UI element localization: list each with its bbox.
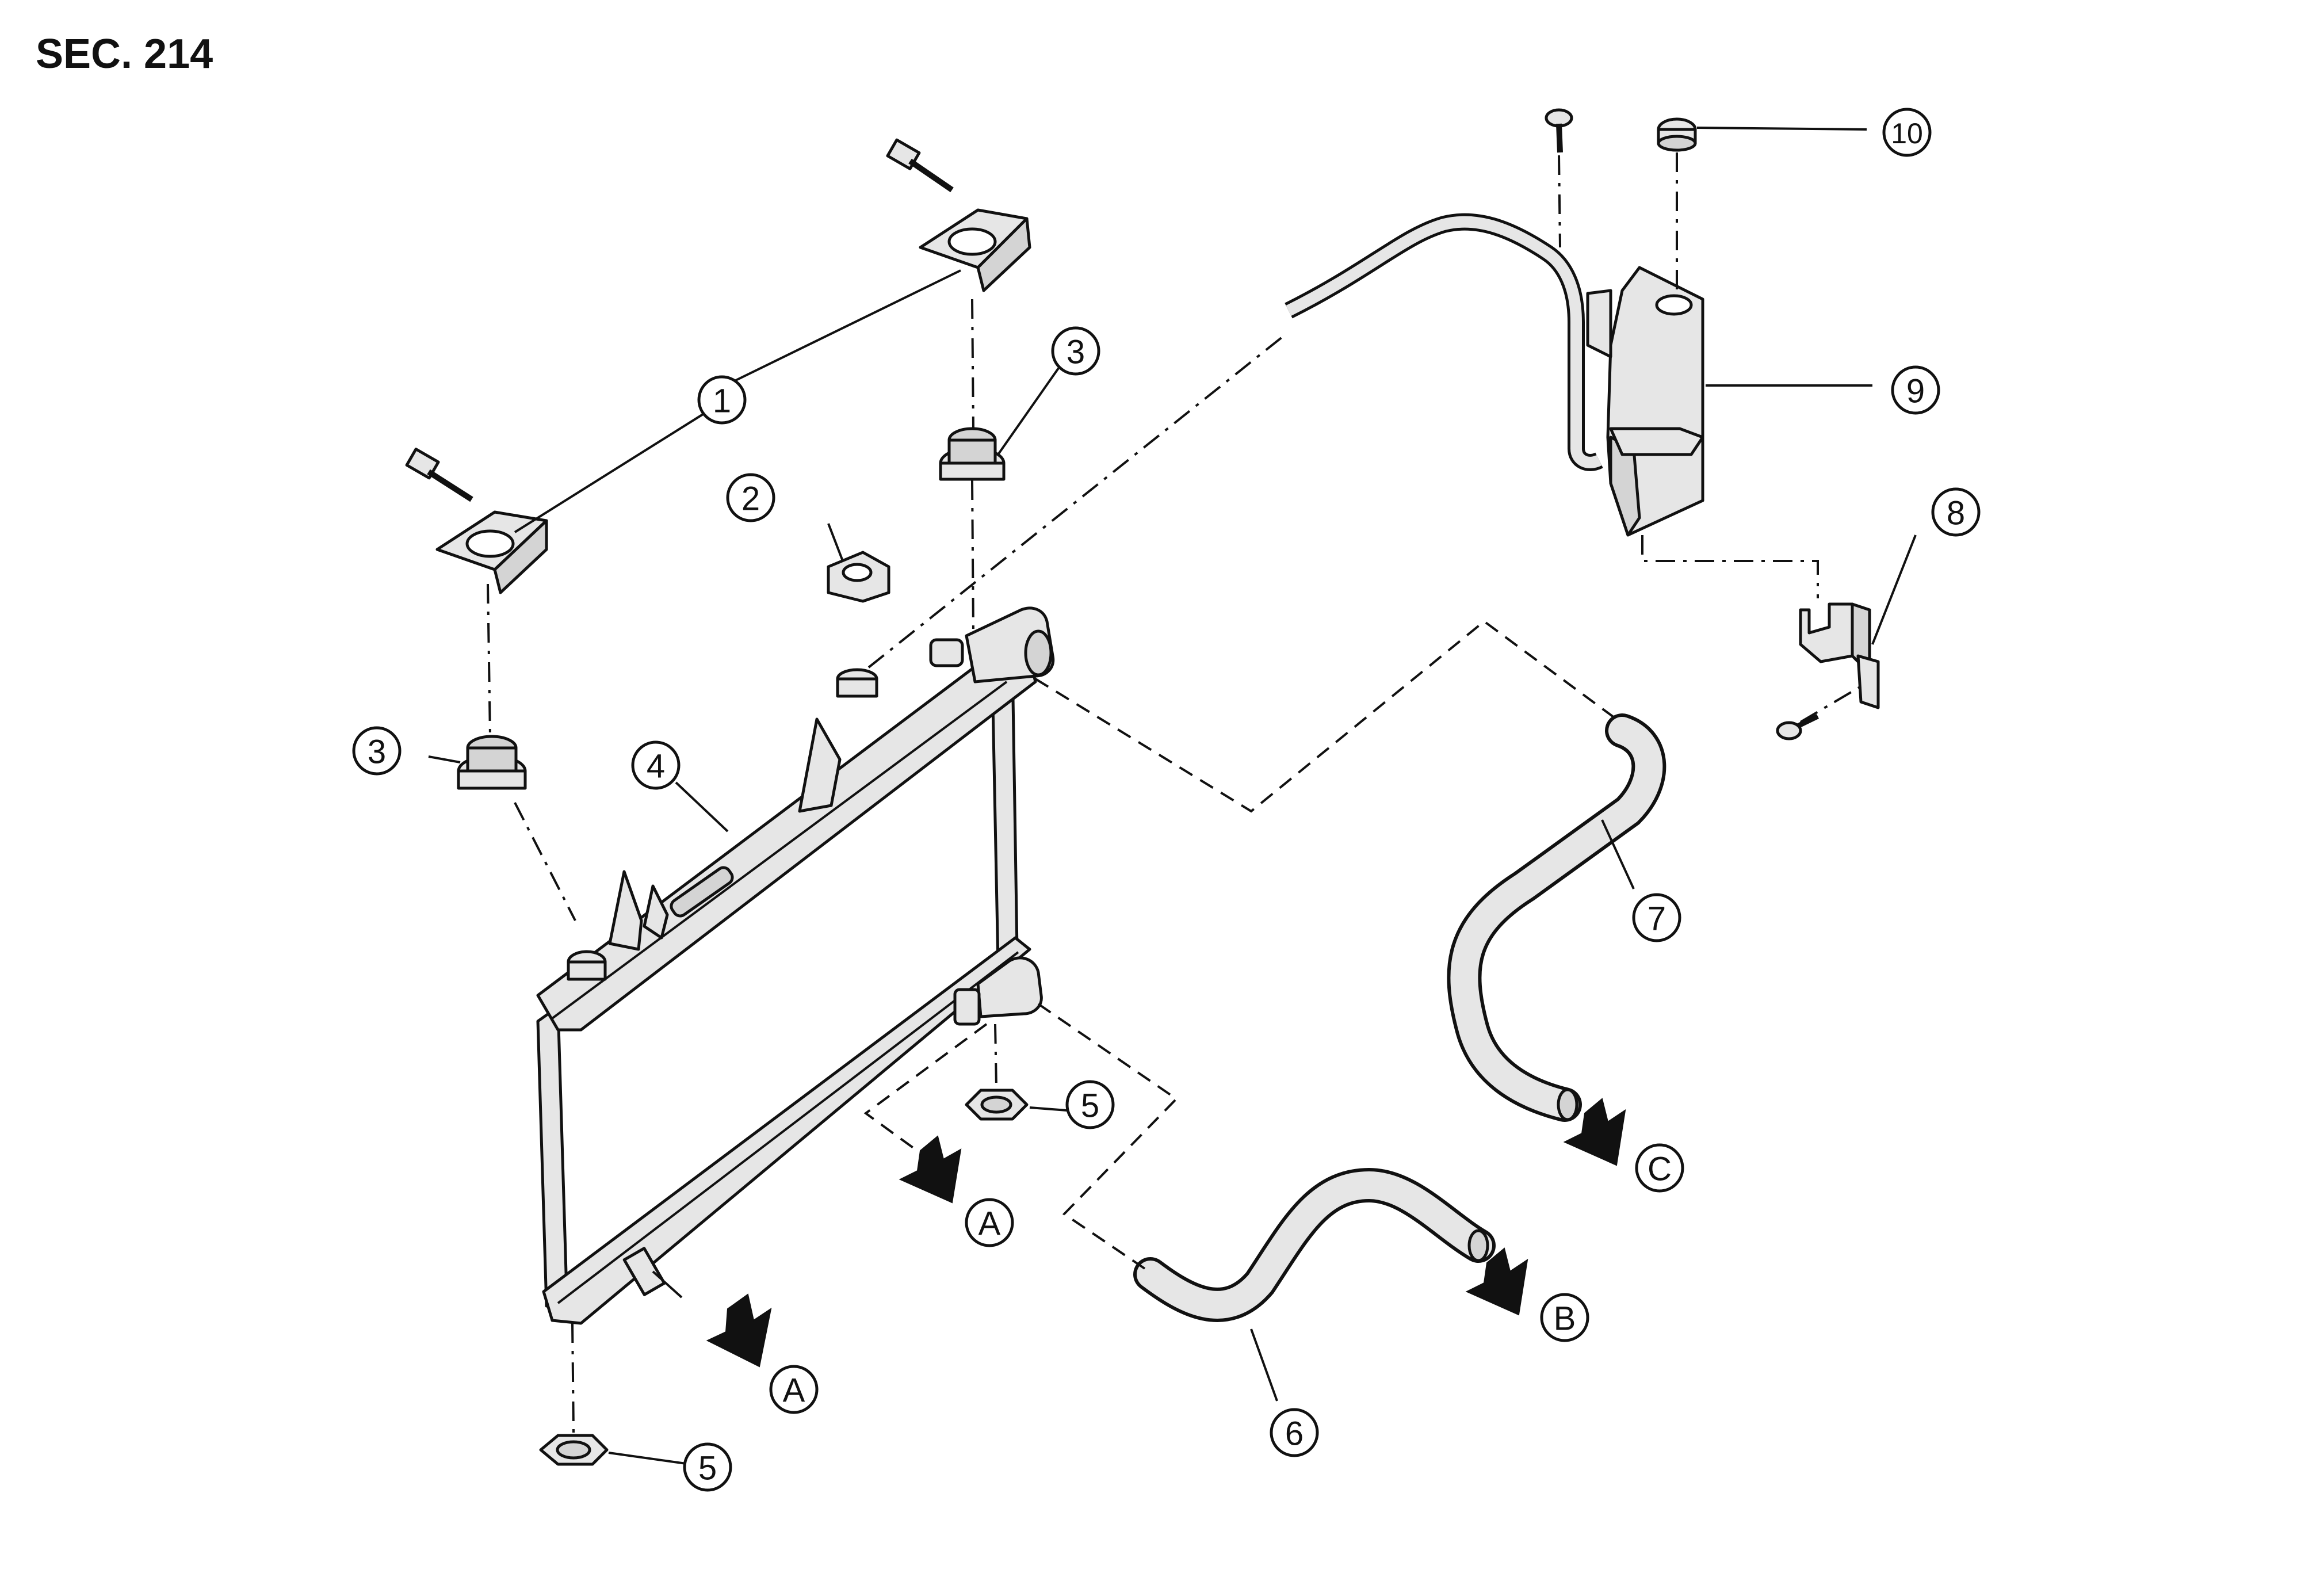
mounting-bushing-left: [457, 735, 527, 790]
svg-text:6: 6: [1285, 1415, 1304, 1453]
callout-3-right: 3: [1051, 326, 1100, 376]
svg-text:9: 9: [1906, 373, 1925, 410]
assembly-lines: [487, 152, 1865, 1433]
upper-mounting-bracket-left: [435, 510, 548, 594]
ref-a-upper: A: [965, 1198, 1014, 1247]
callout-10: 10: [1882, 108, 1932, 157]
mount-rubber: [827, 551, 890, 603]
ref-a-lower: A: [769, 1365, 819, 1414]
svg-text:5: 5: [1081, 1087, 1099, 1125]
callout-5-upper: 5: [1065, 1080, 1115, 1129]
reservoir-bracket: [1799, 602, 1880, 709]
callout-5-lower: 5: [683, 1442, 732, 1492]
svg-text:C: C: [1648, 1151, 1672, 1188]
callout-3-left: 3: [352, 726, 402, 776]
radiator: [536, 606, 1055, 1325]
callout-7: 7: [1632, 893, 1681, 942]
bracket-screw: [1776, 713, 1819, 740]
arrow-to-ref-a-lower: [706, 1293, 772, 1368]
arrow-to-ref-a-upper: [899, 1135, 962, 1204]
svg-text:B: B: [1554, 1300, 1576, 1338]
reservoir-overflow-hose: [1285, 213, 1603, 471]
svg-text:8: 8: [1947, 495, 1965, 532]
callout-2: 2: [726, 473, 775, 522]
svg-text:A: A: [978, 1205, 1001, 1243]
reservoir-cap: [1657, 117, 1697, 152]
arrow-to-ref-b: [1465, 1247, 1528, 1316]
bolt-right: [886, 138, 954, 193]
svg-text:10: 10: [1891, 117, 1923, 150]
callout-8: 8: [1931, 487, 1981, 537]
callout-1: 1: [697, 375, 747, 425]
callout-4: 4: [631, 740, 681, 790]
nut-lower-left: [539, 1434, 609, 1466]
svg-text:2: 2: [741, 480, 760, 518]
upper-mounting-bracket-right: [919, 208, 1031, 292]
svg-text:3: 3: [368, 734, 386, 771]
mounting-bushing-right: [939, 427, 1006, 481]
svg-text:5: 5: [698, 1450, 717, 1487]
svg-text:4: 4: [647, 748, 665, 785]
svg-text:3: 3: [1067, 334, 1085, 371]
upper-radiator-hose: [1447, 713, 1666, 1122]
callout-6: 6: [1270, 1408, 1319, 1457]
svg-text:1: 1: [713, 383, 731, 420]
bolt-left: [405, 448, 473, 502]
section-title: SEC. 214: [36, 31, 213, 77]
reservoir-tank: [1586, 266, 1704, 537]
ref-b: B: [1540, 1293, 1589, 1342]
reservoir-screw: [1545, 108, 1573, 153]
ref-c: C: [1635, 1143, 1684, 1193]
callout-9: 9: [1891, 365, 1940, 415]
leader-lines: [428, 127, 1917, 1465]
lower-radiator-hose: [1133, 1167, 1496, 1322]
svg-text:A: A: [783, 1372, 805, 1410]
arrow-to-ref-c: [1563, 1098, 1626, 1166]
svg-text:7: 7: [1648, 900, 1666, 938]
lower-bushing-top-tank: [836, 668, 878, 698]
nut-lower-right: [965, 1089, 1029, 1121]
